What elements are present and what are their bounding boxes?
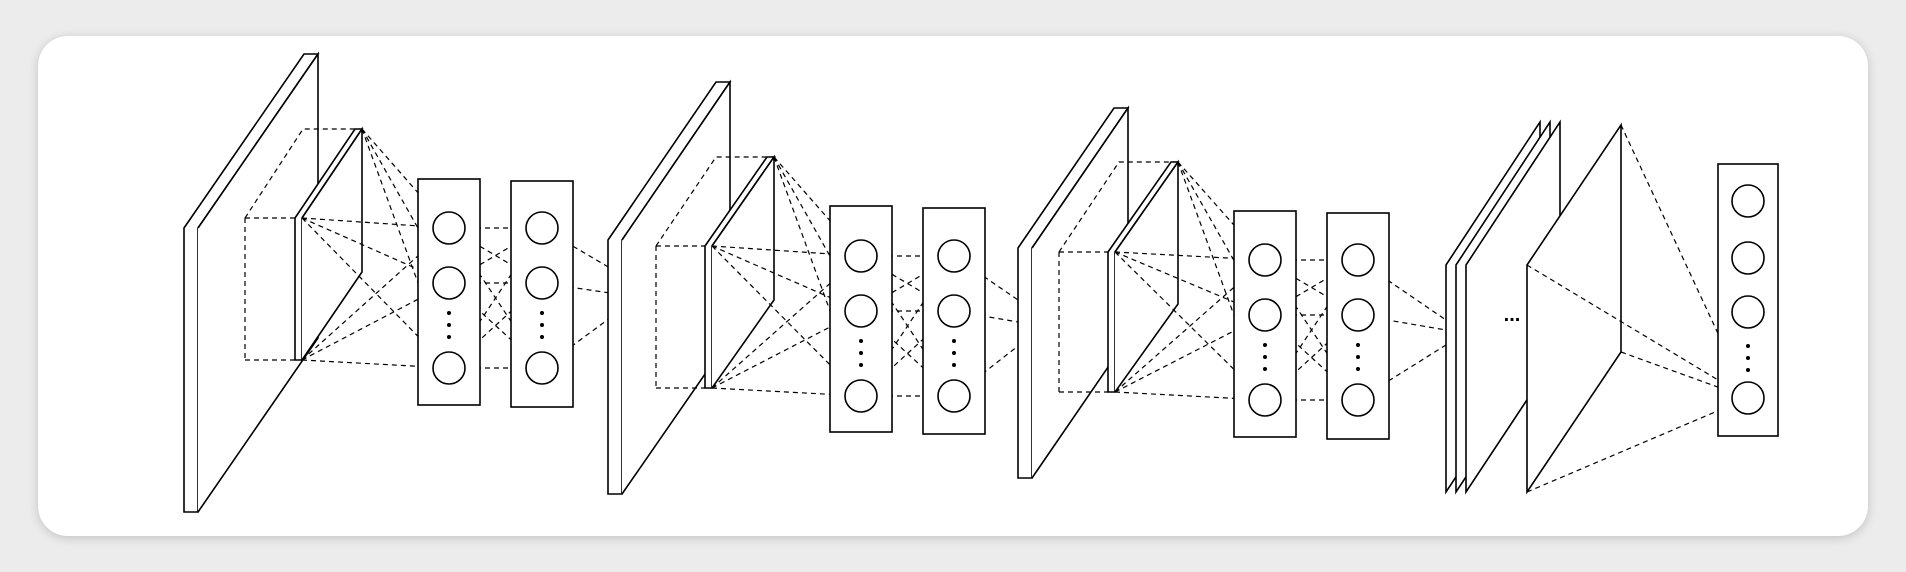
neuron — [525, 266, 559, 300]
output-column — [1717, 163, 1779, 437]
neuron — [937, 239, 971, 273]
neuron — [844, 379, 878, 413]
conv-slab-face — [301, 126, 363, 361]
neuron — [844, 239, 878, 273]
neuron — [1341, 298, 1375, 332]
neuron — [937, 379, 971, 413]
neuron — [432, 351, 466, 385]
neuron — [432, 266, 466, 300]
output-neuron — [1731, 381, 1765, 415]
output-neuron — [1731, 241, 1765, 275]
conv-slab-face — [711, 154, 775, 389]
neuron — [1341, 243, 1375, 277]
output-neuron — [1731, 295, 1765, 329]
neuron — [844, 294, 878, 328]
receptive-field — [1058, 161, 1180, 393]
stack-ellipsis: ... — [1504, 304, 1521, 326]
stage-3 — [1017, 105, 1447, 479]
neuron — [1248, 298, 1282, 332]
neuron — [525, 211, 559, 245]
stage-2 — [607, 79, 1019, 495]
conv-slab-face — [1114, 159, 1179, 393]
stage-1 — [183, 51, 611, 513]
neuron — [1248, 243, 1282, 277]
ellipsis-dots — [1746, 344, 1750, 372]
receptive-field — [655, 156, 776, 389]
neuron — [1248, 383, 1282, 417]
ellipsis-dots — [1263, 343, 1360, 371]
neuron — [1341, 383, 1375, 417]
ellipsis-dots — [447, 311, 544, 339]
feature-map-stack: ... — [1445, 119, 1749, 495]
neuron — [937, 294, 971, 328]
ellipsis-dots — [859, 339, 956, 367]
neuron — [432, 211, 466, 245]
receptive-field — [244, 128, 360, 361]
output-neuron — [1731, 184, 1765, 218]
neuron — [525, 351, 559, 385]
